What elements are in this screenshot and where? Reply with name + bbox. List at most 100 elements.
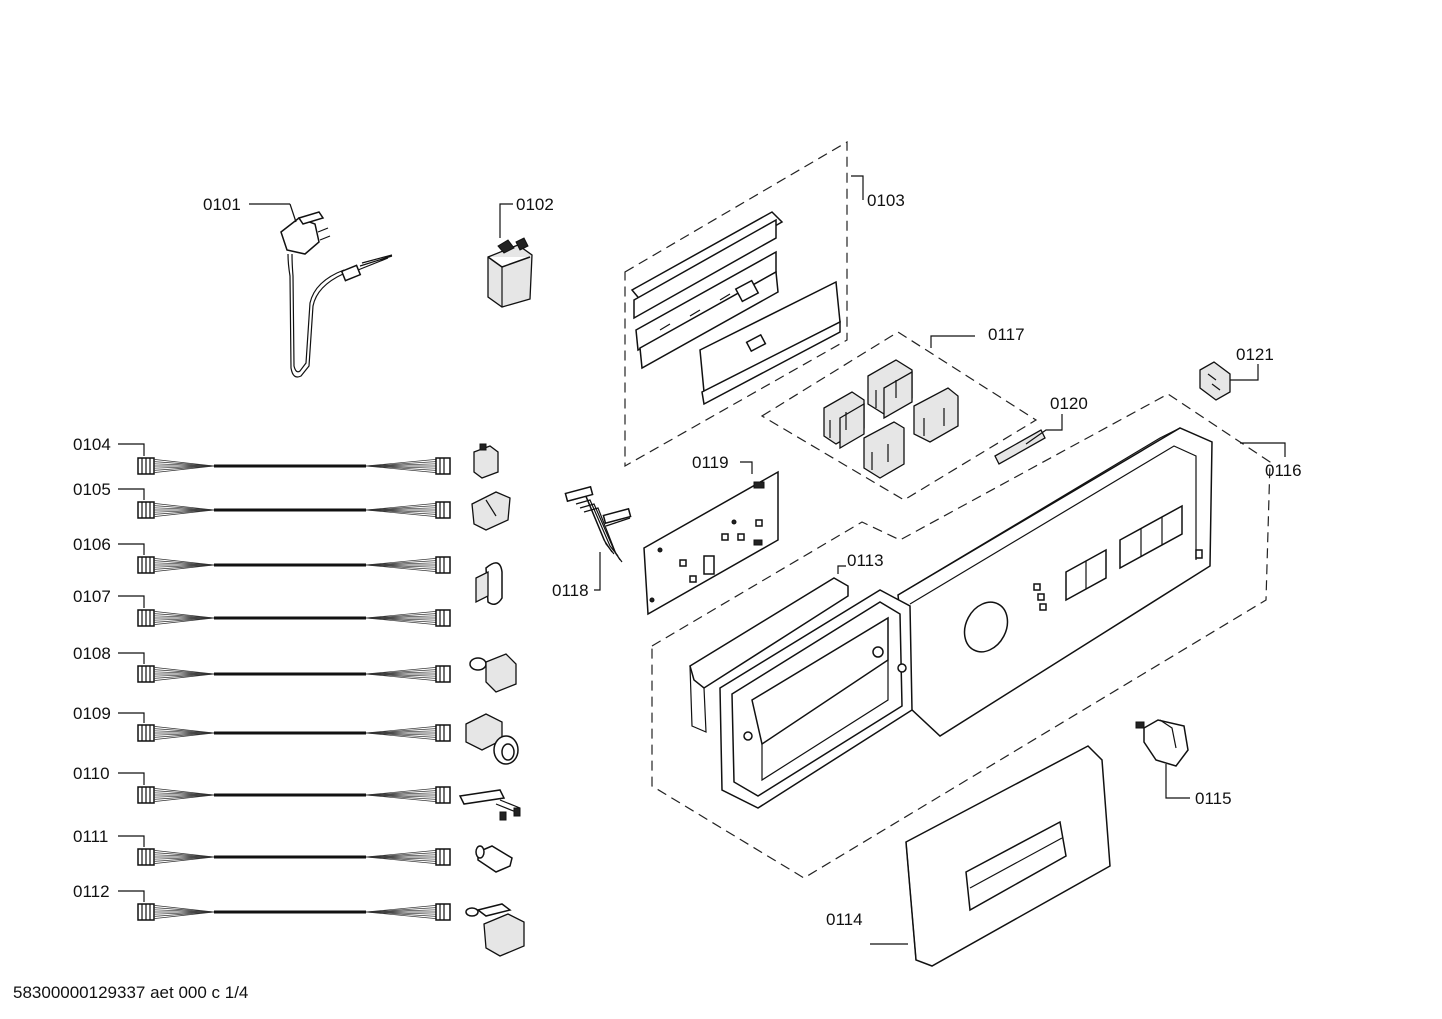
harness-row-0108: 0108: [73, 644, 451, 683]
wire-fan-right: [365, 788, 437, 802]
leader-0115: [1165, 764, 1190, 799]
leader-0101b: [289, 203, 297, 223]
right-connector: [435, 556, 451, 574]
wire-fan-right: [365, 726, 437, 740]
right-connector: [435, 724, 451, 742]
component-0112-icon: [465, 903, 525, 957]
wire-fan-right: [365, 667, 437, 681]
right-connector-pins: [439, 666, 445, 682]
harness-row-0111: 0111: [73, 827, 451, 866]
leader-0119: [740, 461, 753, 474]
leader-0111: [118, 835, 145, 847]
wire-fan-right: [365, 611, 437, 625]
group-outline-0117: [760, 331, 1038, 501]
leader-0107: [118, 595, 145, 608]
left-connector-pins: [141, 610, 151, 626]
harness-row-0105: 0105: [73, 480, 451, 519]
right-connector: [435, 786, 451, 804]
wire-fan-right: [365, 558, 437, 572]
label-0118: 0118: [552, 581, 589, 600]
label-0109: 0109: [73, 704, 111, 723]
interference-filter-part: [487, 237, 533, 308]
wire-fan-left: [153, 850, 215, 864]
right-connector-pins: [439, 502, 445, 518]
right-connector-pins: [439, 610, 445, 626]
group-outline-0116: [651, 393, 1271, 879]
right-connector: [435, 848, 451, 866]
ribbon-cable-part: [564, 485, 632, 563]
detergent-drawer-front: [905, 745, 1111, 967]
leader-0113: [837, 565, 846, 574]
harness-row-0112: 0112: [73, 882, 451, 921]
left-connector-pins: [141, 557, 151, 573]
control-panel-fascia: [897, 427, 1213, 737]
left-connector-pins: [141, 725, 151, 741]
leader-0102: [499, 203, 513, 238]
label-0108: 0108: [73, 644, 111, 663]
document-reference: 58300000129337 aet 000 c 1/4: [13, 983, 248, 1002]
label-0116: 0116: [1265, 461, 1302, 480]
harness-component-icons: [458, 443, 525, 957]
left-connector-pins: [141, 458, 151, 474]
right-connector-pins: [439, 787, 445, 803]
programme-knob-part: [1135, 719, 1189, 767]
harness-row-0110: 0110: [73, 764, 451, 804]
group-outline-0103: [624, 140, 848, 468]
label-0111: 0111: [73, 827, 108, 846]
wire-fan-left: [153, 558, 215, 572]
right-connector: [435, 665, 451, 683]
harness-row-0104: 0104: [73, 435, 451, 475]
leader-0118: [594, 552, 601, 591]
component-0111-icon: [475, 845, 513, 873]
label-0110: 0110: [73, 764, 110, 783]
wiring-harness-list: 0104 0105 0106 0107 0108 0109 0110 0111 0112: [73, 435, 451, 921]
left-connector-pins: [141, 502, 151, 518]
component-0110-icon: [458, 789, 521, 821]
leader-0105: [118, 488, 145, 500]
label-0114: 0114: [826, 910, 863, 929]
component-0104-icon: [473, 443, 499, 479]
component-0108-icon: [469, 653, 517, 693]
label-0115: 0115: [1195, 789, 1232, 808]
wire-fan-right: [365, 459, 437, 473]
label-0106: 0106: [73, 535, 111, 554]
leader-0112: [118, 890, 145, 902]
wire-fan-right: [365, 905, 437, 919]
label-0113: 0113: [847, 551, 884, 570]
label-0107: 0107: [73, 587, 111, 606]
label-0102: 0102: [516, 195, 554, 214]
circuit-board-part: [643, 470, 779, 616]
component-0105-icon: [471, 491, 511, 531]
label-0105: 0105: [73, 480, 111, 499]
wire-fan-left: [153, 503, 215, 517]
label-0104: 0104: [73, 435, 111, 454]
wire-fan-left: [153, 726, 215, 740]
right-connector-pins: [439, 557, 445, 573]
right-connector: [435, 903, 451, 921]
label-0120: 0120: [1050, 394, 1088, 413]
component-0106-icon: [475, 562, 503, 605]
leader-0103: [851, 175, 864, 200]
switch-blocks: [823, 359, 959, 479]
label-0119: 0119: [692, 453, 729, 472]
leader-0106: [118, 543, 145, 555]
display-lens-part: [994, 429, 1046, 465]
leader-0104: [118, 443, 145, 456]
wire-fan-left: [153, 788, 215, 802]
harness-row-0107: 0107: [73, 587, 451, 627]
component-0109-icon: [465, 713, 519, 765]
leader-0110: [118, 772, 145, 785]
wire-fan-left: [153, 611, 215, 625]
wire-fan-right: [365, 850, 437, 864]
left-connector-pins: [141, 904, 151, 920]
power-cord-part: [280, 211, 393, 378]
bracket-part: [1199, 361, 1231, 401]
right-connector-pins: [439, 458, 445, 474]
right-connector-pins: [439, 849, 445, 865]
label-0101: 0101: [203, 195, 241, 214]
left-connector-pins: [141, 849, 151, 865]
label-0103: 0103: [867, 191, 905, 210]
label-0117: 0117: [988, 325, 1025, 344]
left-connector-pins: [141, 787, 151, 803]
